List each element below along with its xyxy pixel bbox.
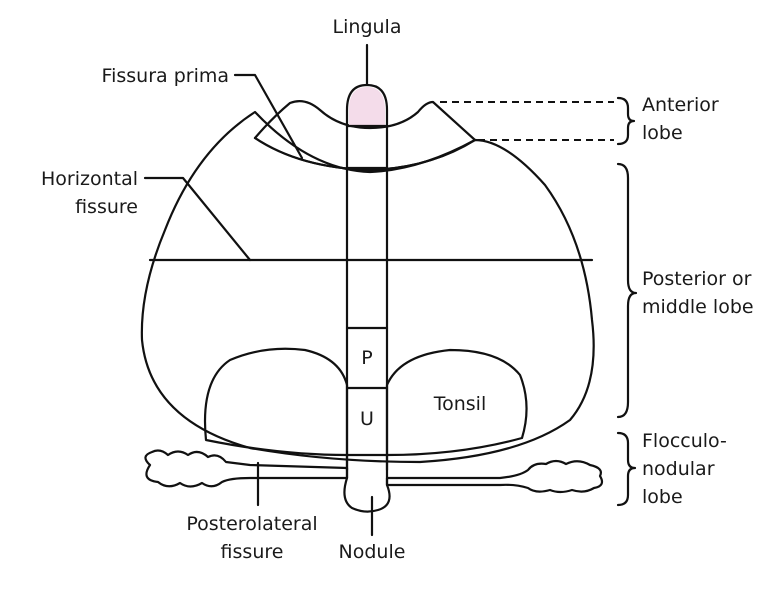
label-tonsil: Tonsil <box>433 393 487 415</box>
svg-text:nodular: nodular <box>642 458 715 480</box>
svg-text:fissure: fissure <box>75 196 138 218</box>
posterior-brace <box>616 162 638 419</box>
tonsil-left <box>203 347 349 457</box>
svg-text:middle lobe: middle lobe <box>642 296 754 318</box>
flocculonodular-brace <box>616 431 637 507</box>
svg-text:lobe: lobe <box>642 486 683 508</box>
fissura-prima-line <box>253 136 477 172</box>
tonsil-right <box>385 348 528 457</box>
label-flocculonodular-lobe: Flocculo- <box>642 430 727 452</box>
label-posterolateral-fissure: Posterolateral <box>186 513 317 535</box>
label-uvula: U <box>360 408 374 430</box>
flocculus-right <box>385 459 604 494</box>
fissura-prima-leader <box>233 73 304 160</box>
nodule-shape <box>343 453 391 513</box>
horizontal-fissure-leader <box>143 176 252 262</box>
lingula-cap <box>349 87 385 126</box>
svg-text:lobe: lobe <box>642 122 683 144</box>
label-posterior-lobe: Posterior or <box>642 268 752 290</box>
label-lingula: Lingula <box>333 16 402 38</box>
svg-text:fissure: fissure <box>221 541 284 563</box>
label-nodule: Nodule <box>339 541 406 563</box>
anterior-brace <box>616 96 636 146</box>
label-horizontal-fissure: Horizontal <box>41 168 138 190</box>
label-fissura-prima: Fissura prima <box>102 65 229 87</box>
label-anterior-lobe: Anterior <box>642 94 719 116</box>
label-pyramid: P <box>361 347 372 369</box>
flocculus-left <box>144 449 349 488</box>
